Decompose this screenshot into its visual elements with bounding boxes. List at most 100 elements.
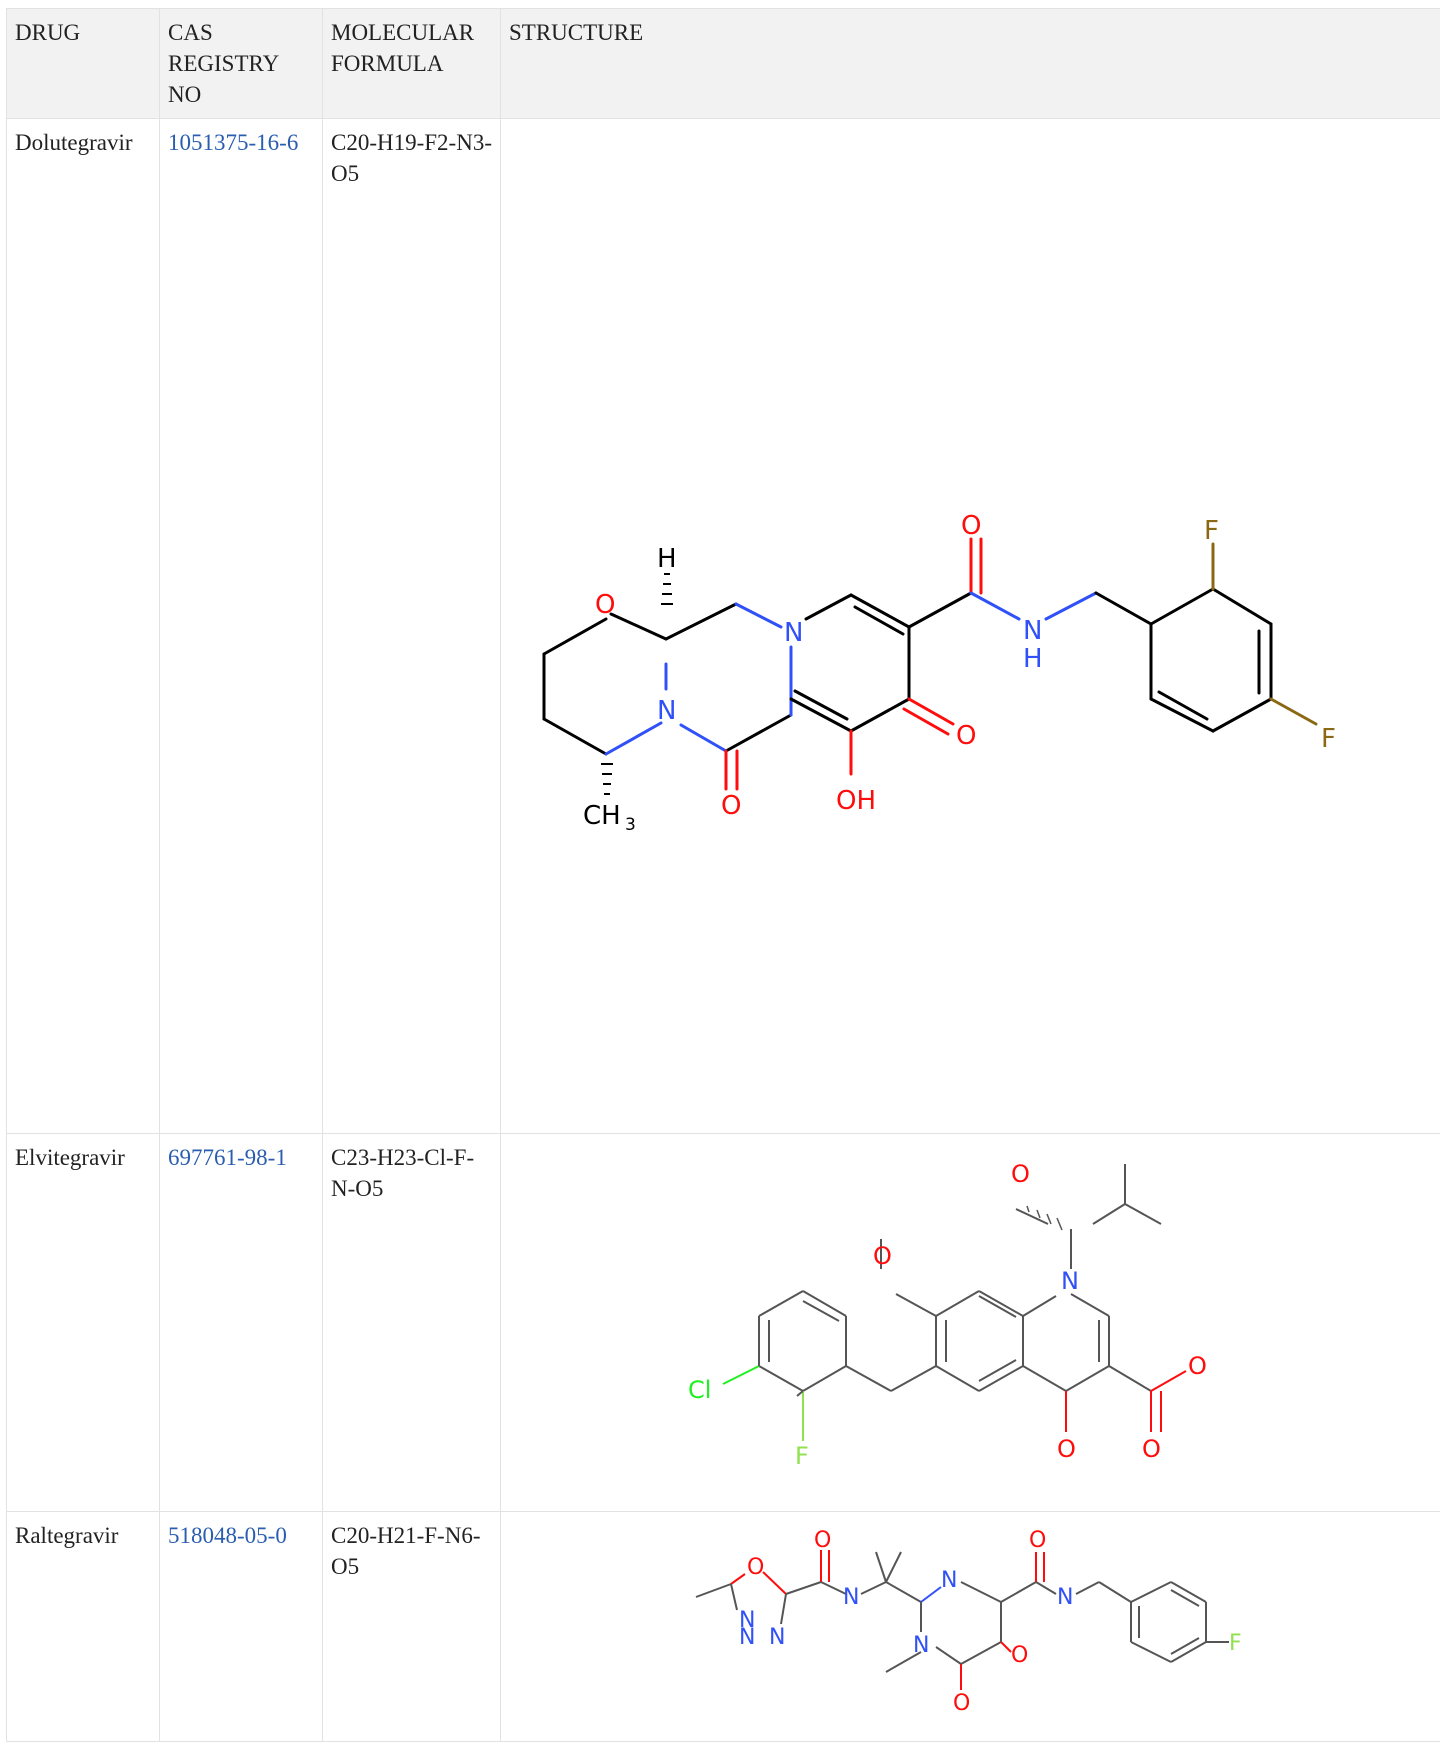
- atom-label: N: [784, 618, 803, 648]
- atom-label: H: [657, 544, 677, 574]
- bond: [979, 1366, 1023, 1391]
- atom-label: F: [795, 1442, 809, 1470]
- formula: C20-H19-F2-N3-O5: [323, 119, 501, 1134]
- bond: [759, 1291, 803, 1316]
- atom-label: O: [1011, 1643, 1028, 1668]
- bond: [876, 1552, 886, 1582]
- bond: [1131, 1642, 1171, 1662]
- bond: [904, 709, 948, 734]
- cas-cell: 697761-98-1: [160, 1134, 323, 1512]
- cas-link[interactable]: 697761-98-1: [168, 1145, 287, 1170]
- atom-label: CH: [583, 801, 621, 831]
- bond: [731, 1574, 745, 1584]
- atom-label: N: [657, 696, 676, 726]
- atom-label: N: [1061, 1267, 1079, 1295]
- atom-label: N: [913, 1633, 929, 1658]
- drug-table: DRUG CAS REGISTRY NO MOLECULAR FORMULA S…: [6, 8, 1440, 1742]
- atom-label: O: [721, 791, 741, 821]
- bond: [1131, 1582, 1171, 1602]
- atom-label: O: [953, 1691, 970, 1716]
- bond: [1016, 1209, 1048, 1224]
- atom-label: Cl: [688, 1376, 711, 1404]
- drug-name: Raltegravir: [7, 1512, 160, 1742]
- bond: [726, 715, 791, 751]
- bond: [936, 1366, 979, 1391]
- bond: [1096, 593, 1151, 624]
- bond: [736, 604, 781, 627]
- bond: [681, 725, 726, 751]
- bond: [846, 1366, 891, 1391]
- bond: [891, 1366, 936, 1391]
- bond: [979, 1291, 1023, 1316]
- bond: [1036, 1582, 1056, 1594]
- atom-label: H: [1023, 644, 1043, 674]
- bond: [666, 604, 736, 639]
- drug-name: Elvitegravir: [7, 1134, 160, 1512]
- atom-label: F: [1229, 1631, 1242, 1656]
- structure-cell: O N O Cl F O O O: [501, 1134, 1440, 1512]
- header-row: DRUG CAS REGISTRY NO MOLECULAR FORMULA S…: [7, 9, 1440, 119]
- atom-label: N: [769, 1625, 785, 1650]
- bond: [909, 699, 953, 724]
- bond: [1171, 1590, 1199, 1606]
- bond: [1099, 1582, 1131, 1602]
- header-cas: CAS REGISTRY NO: [160, 9, 323, 119]
- atom-label: O: [1188, 1352, 1207, 1380]
- atom-label: O: [873, 1242, 892, 1270]
- atom-label: N: [1023, 616, 1042, 646]
- bond: [763, 1572, 786, 1594]
- bond: [1151, 1371, 1186, 1391]
- bond: [1213, 589, 1271, 624]
- bond: [786, 1582, 821, 1594]
- atom-label: F: [1321, 724, 1336, 754]
- atom-label: N: [941, 1568, 957, 1593]
- bond: [1001, 1642, 1011, 1652]
- bond: [936, 1291, 979, 1316]
- atom-label: O: [814, 1528, 831, 1553]
- bond: [1171, 1638, 1199, 1654]
- bond: [1271, 699, 1316, 724]
- bond: [1071, 1294, 1109, 1316]
- bond: [1076, 1582, 1099, 1594]
- bond: [1046, 593, 1096, 619]
- cas-link[interactable]: 1051375-16-6: [168, 130, 298, 155]
- bond: [886, 1552, 901, 1582]
- cas-cell: 518048-05-0: [160, 1512, 323, 1742]
- atom-label: O: [956, 721, 976, 751]
- bond: [921, 1587, 941, 1602]
- bond: [1213, 699, 1271, 731]
- header-drug: DRUG: [7, 9, 160, 119]
- bond: [544, 619, 606, 654]
- bond: [861, 1582, 886, 1594]
- bond: [979, 1360, 1016, 1381]
- bond: [1125, 1204, 1161, 1224]
- atom-label: O: [961, 511, 981, 541]
- atom-label: O: [1029, 1528, 1046, 1553]
- atom-label: O: [1057, 1435, 1076, 1463]
- bond: [723, 1366, 759, 1384]
- atom-label: N: [1057, 1585, 1073, 1610]
- bond: [606, 723, 661, 754]
- raltegravir-structure: O N N N O N N N O O O N F: [501, 1512, 1440, 1742]
- cas-cell: 1051375-16-6: [160, 119, 323, 1134]
- cas-link[interactable]: 518048-05-0: [168, 1523, 287, 1548]
- bond: [1001, 1582, 1036, 1602]
- drug-name: Dolutegravir: [7, 119, 160, 1134]
- bond: [1023, 1366, 1066, 1391]
- header-structure: STRUCTURE: [501, 9, 1440, 119]
- bond: [961, 1582, 1001, 1602]
- hash-bond: [1047, 1214, 1051, 1224]
- bond: [806, 595, 851, 619]
- table-row: Elvitegravir 697761-98-1 C23-H23-Cl-F-N-…: [7, 1134, 1440, 1512]
- bond: [731, 1584, 737, 1610]
- bond: [851, 699, 909, 731]
- hash-bond: [1037, 1210, 1040, 1218]
- bond: [544, 719, 606, 754]
- bond: [971, 593, 1019, 619]
- bond: [1066, 1366, 1109, 1391]
- bond: [611, 614, 666, 639]
- atom-label: N: [843, 1585, 859, 1610]
- bond: [1109, 1366, 1151, 1391]
- structure-cell: O N N N O N N N O O O N F: [501, 1512, 1440, 1742]
- hash-bond: [1057, 1218, 1062, 1230]
